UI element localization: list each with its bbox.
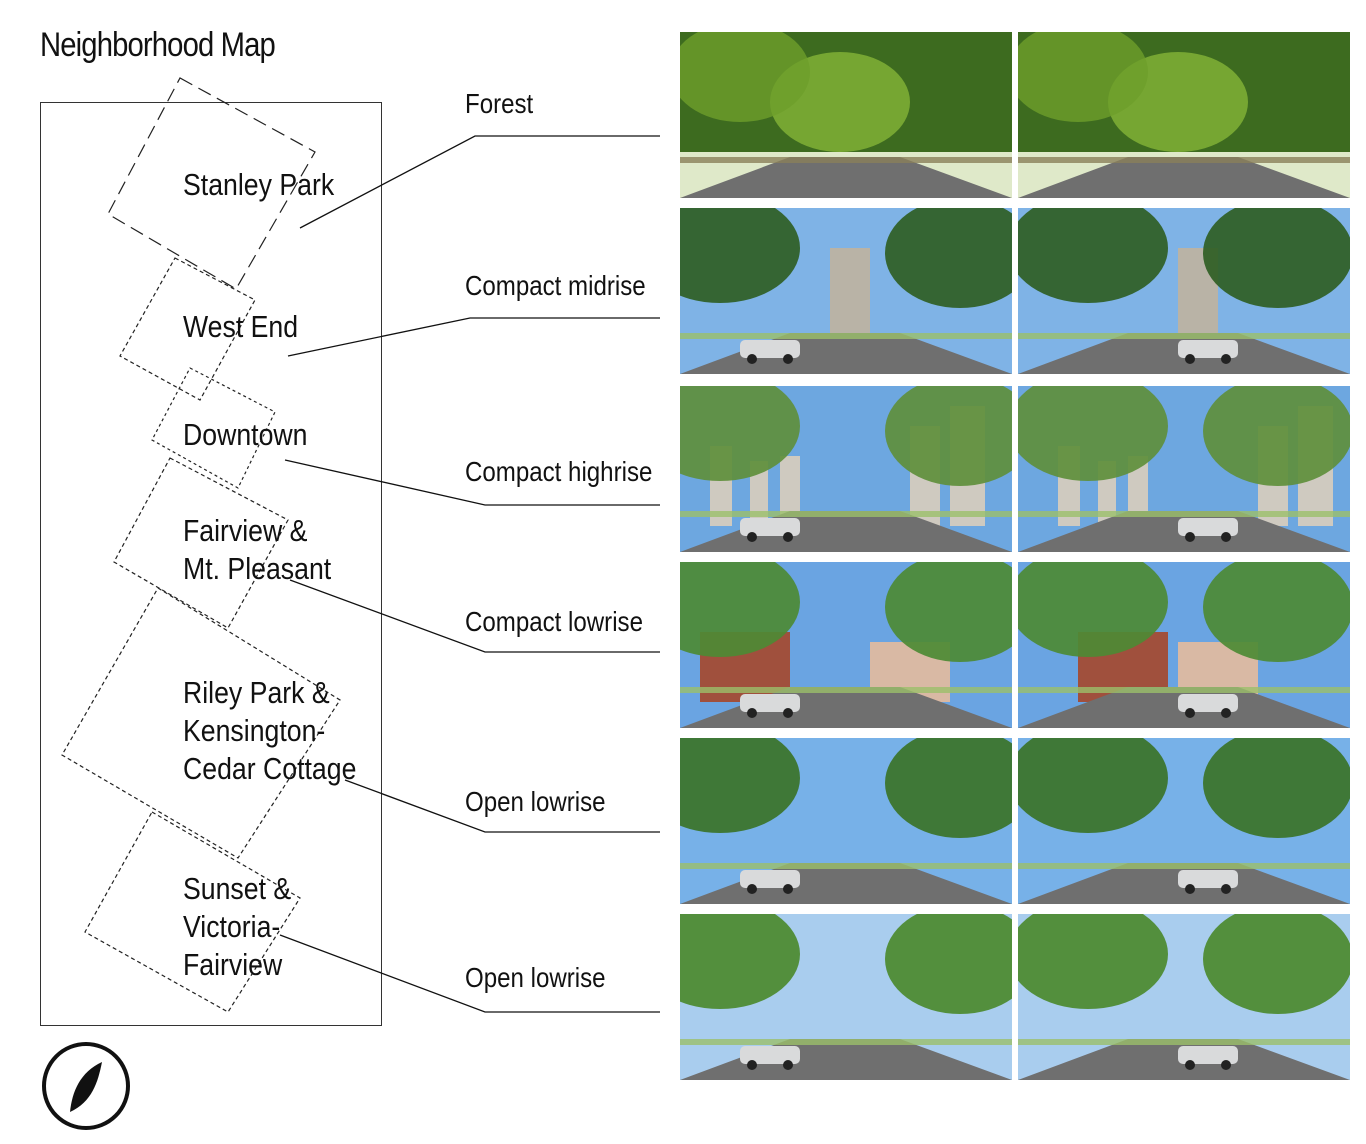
leader-compact-midrise [287, 317, 660, 357]
street-photo [1018, 914, 1350, 1080]
neighborhood-label-downtown: Downtown [183, 417, 308, 452]
outline-west-end [119, 257, 256, 401]
diagram-title: Neighborhood Map [40, 26, 276, 64]
category-label-open-lowrise-1: Open lowrise [465, 786, 606, 817]
street-photo [680, 208, 1012, 374]
map-frame [40, 102, 382, 1026]
street-photo [680, 738, 1012, 904]
outline-sunset [84, 811, 301, 1013]
street-photo [680, 32, 1012, 198]
street-photo [1018, 738, 1350, 904]
street-photo [680, 386, 1012, 552]
outline-downtown [151, 367, 276, 489]
category-label-compact-highrise: Compact highrise [465, 456, 653, 487]
outline-stanley-park [107, 77, 316, 290]
leader-compact-lowrise [289, 579, 660, 653]
leader-compact-highrise [284, 459, 660, 506]
category-label-open-lowrise-2: Open lowrise [465, 962, 606, 993]
neighborhood-label-stanley-park: Stanley Park [183, 167, 335, 202]
outline-riley-park [61, 587, 341, 859]
category-label-compact-midrise: Compact midrise [465, 270, 646, 301]
category-label-forest: Forest [465, 88, 534, 119]
neighborhood-label-west-end: West End [183, 309, 299, 344]
neighborhood-label-sunset: Sunset & Victoria- Fairview [183, 871, 292, 982]
outline-fairview [113, 457, 289, 629]
category-label-compact-lowrise: Compact lowrise [465, 606, 643, 637]
street-photo [1018, 386, 1350, 552]
street-photo [1018, 208, 1350, 374]
street-photo [1018, 562, 1350, 728]
street-photo [680, 914, 1012, 1080]
neighborhood-label-fairview: Fairview & Mt. Pleasant [183, 513, 332, 586]
neighborhood-label-riley-park: Riley Park & Kensington- Cedar Cottage [183, 675, 357, 786]
leader-open-lowrise-2 [279, 934, 660, 1013]
leader-open-lowrise-1 [344, 779, 660, 833]
street-photo [680, 562, 1012, 728]
leader-forest [299, 135, 660, 229]
street-photo [1018, 32, 1350, 198]
compass-icon [42, 1042, 130, 1130]
